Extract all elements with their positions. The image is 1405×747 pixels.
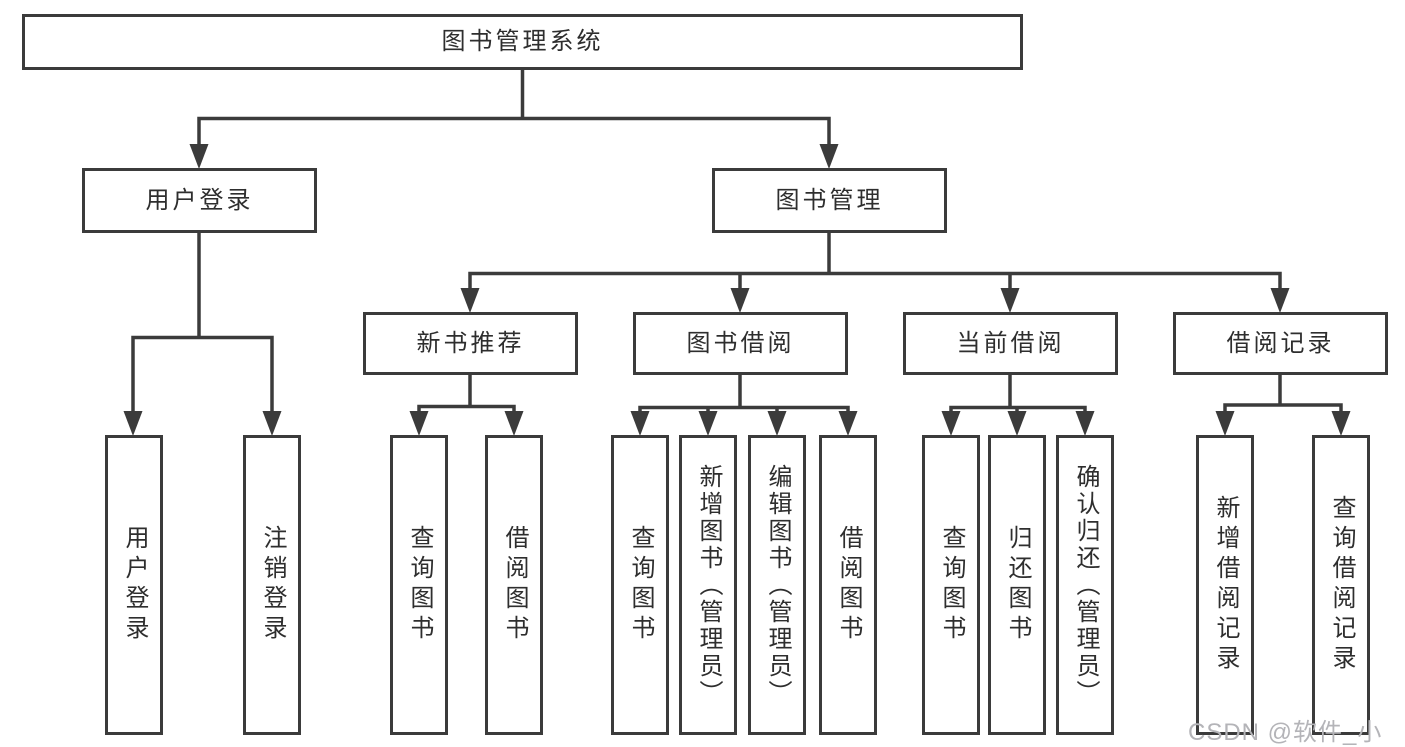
node-new-book-recommend: 新书推荐 <box>363 312 578 375</box>
arrowhead <box>1075 411 1095 436</box>
leaf-query-books-current: 查询图书 <box>922 435 980 735</box>
connector-path <box>131 67 1343 416</box>
arrowhead <box>730 288 750 313</box>
node-book-management: 图书管理 <box>712 168 947 233</box>
node-borrow-records: 借阅记录 <box>1173 312 1388 375</box>
leaf-borrow-books: 借阅图书 <box>819 435 877 735</box>
arrowhead <box>1331 411 1351 436</box>
leaf-add-borrow-record: 新增借阅记录 <box>1196 435 1254 735</box>
node-user-login: 用户登录 <box>82 168 317 233</box>
arrowhead <box>123 411 143 436</box>
leaf-return-book: 归还图书 <box>988 435 1046 735</box>
leaf-confirm-return-admin: 确认归还（管理员） <box>1056 435 1114 735</box>
arrowhead <box>767 411 787 436</box>
arrowhead <box>189 144 209 169</box>
leaf-query-borrow-record: 查询借阅记录 <box>1312 435 1370 735</box>
arrowhead <box>698 411 718 436</box>
arrowhead <box>409 411 429 436</box>
leaf-edit-book-admin: 编辑图书（管理员） <box>748 435 806 735</box>
leaf-query-books-borrow: 查询图书 <box>611 435 669 735</box>
arrowhead <box>262 411 282 436</box>
arrowhead <box>460 288 480 313</box>
leaf-borrow-books-recommend: 借阅图书 <box>485 435 543 735</box>
arrowhead <box>1270 288 1290 313</box>
arrowhead <box>630 411 650 436</box>
node-root-system: 图书管理系统 <box>22 14 1023 70</box>
arrowhead <box>1215 411 1235 436</box>
leaf-user-login: 用户登录 <box>105 435 163 735</box>
arrowhead <box>504 411 524 436</box>
arrowhead <box>1000 288 1020 313</box>
node-current-borrowing: 当前借阅 <box>903 312 1118 375</box>
arrowhead <box>838 411 858 436</box>
csdn-watermark: CSDN @软件_小贺同学 <box>1188 719 1383 746</box>
arrowhead <box>941 411 961 436</box>
leaf-query-books-recommend: 查询图书 <box>390 435 448 735</box>
node-book-borrowing: 图书借阅 <box>633 312 848 375</box>
arrowhead <box>819 144 839 169</box>
leaf-logout: 注销登录 <box>243 435 301 735</box>
leaf-add-book-admin: 新增图书（管理员） <box>679 435 737 735</box>
arrowhead <box>1007 411 1027 436</box>
